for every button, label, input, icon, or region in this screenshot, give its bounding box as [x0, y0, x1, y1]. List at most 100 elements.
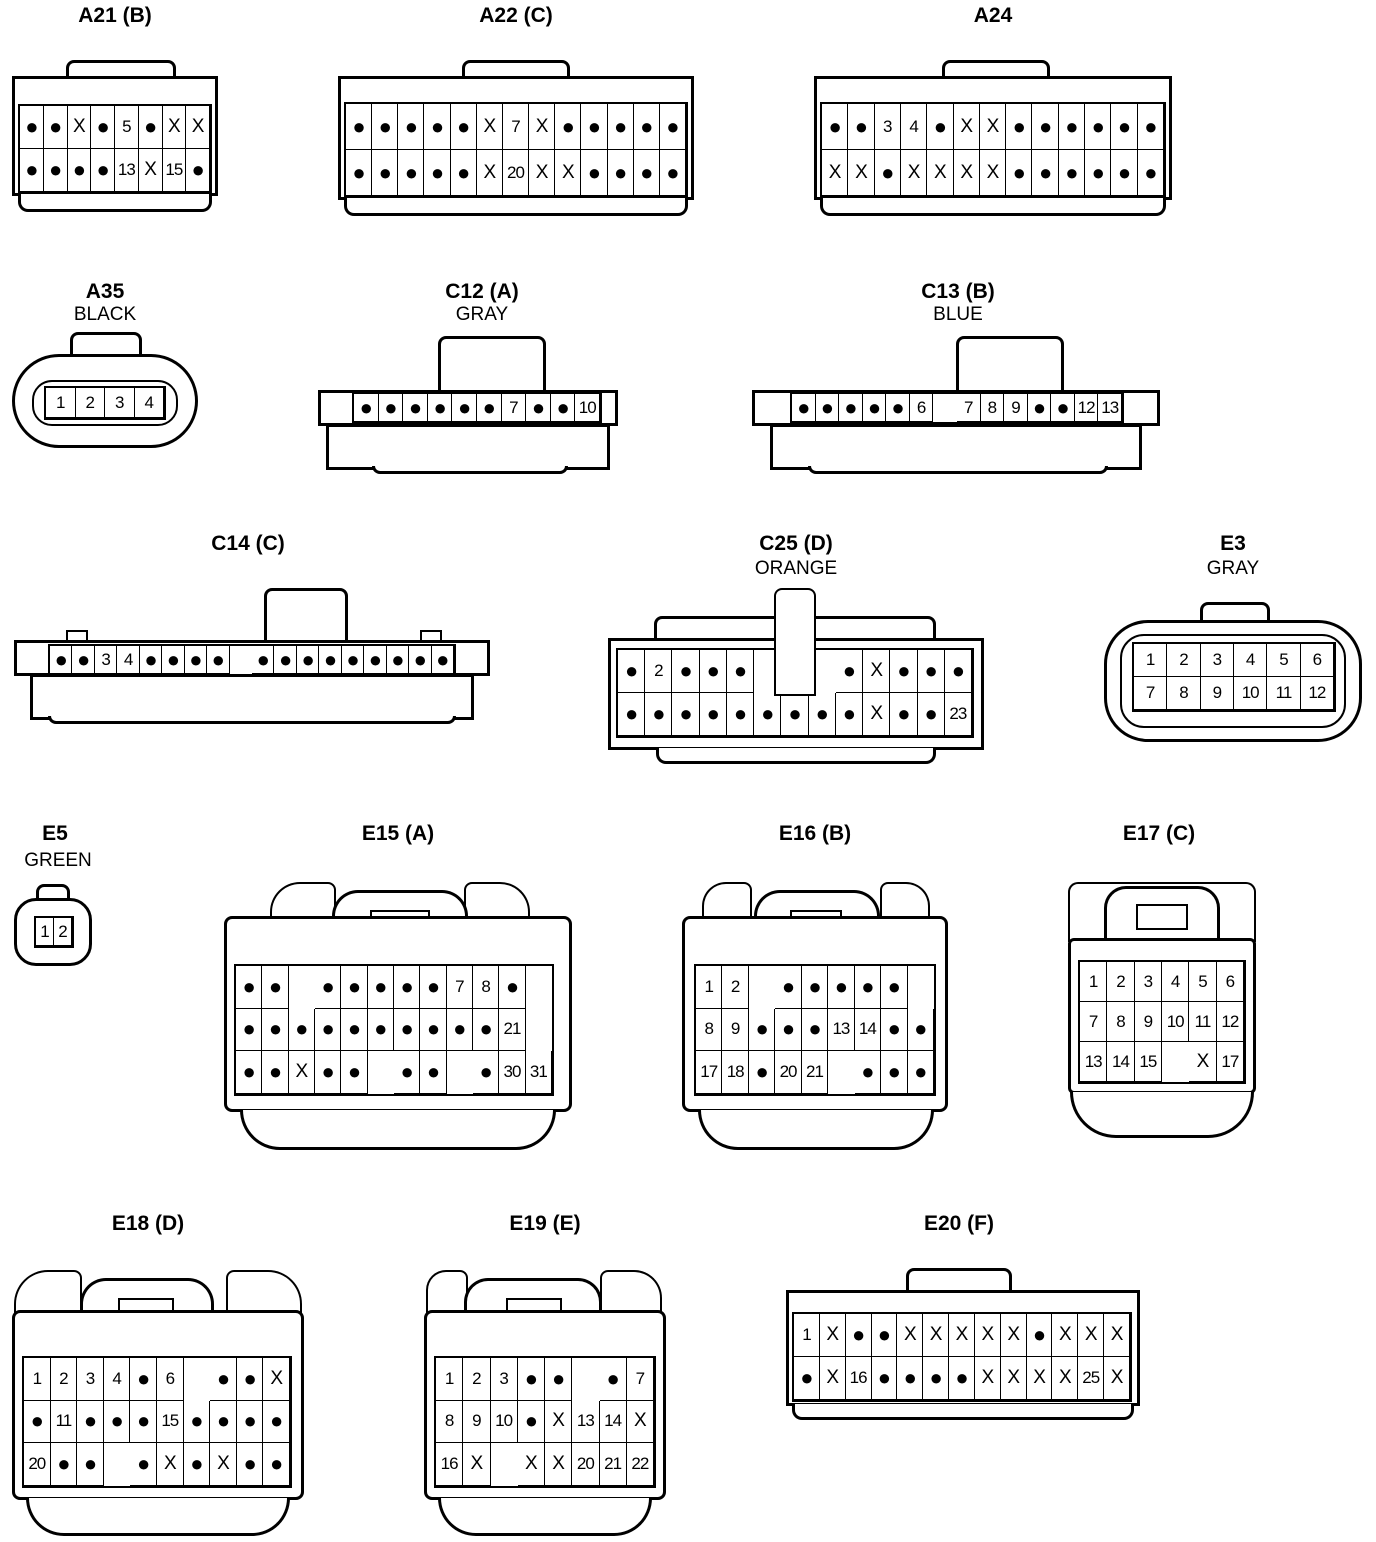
pin-number: 3: [490, 1358, 518, 1401]
lock-tab: [1136, 904, 1188, 930]
pin-unused-dot: ●: [917, 650, 945, 693]
connector-base: [18, 194, 212, 212]
pin-unused-dot: ●: [77, 1400, 104, 1444]
pin-not-populated: X: [979, 150, 1007, 196]
pin-unused-dot: ●: [367, 1008, 394, 1052]
pin-unused-dot: ●: [581, 104, 608, 150]
pin-unused-dot: ●: [103, 1400, 131, 1444]
connector-color: BLUE: [933, 304, 983, 325]
pin-unused-dot: ●: [726, 650, 755, 693]
pin-unused-dot: ●: [822, 104, 849, 150]
pin-unused-dot: ●: [236, 1400, 264, 1444]
pin-unused-dot: ●: [236, 1358, 264, 1401]
pin-unused-dot: ●: [20, 149, 44, 192]
pin-number: 10: [490, 1400, 518, 1444]
connector-c25: C25 (D) ORANGE ●2●●●●X●●●●●●●●●●●●X●●23: [604, 530, 988, 770]
pin-unused-dot: ●: [1006, 150, 1033, 196]
pin-unused-dot: ●: [427, 394, 453, 422]
pin-not-populated: X: [476, 150, 503, 196]
pin-not-populated: X: [186, 106, 210, 149]
pin-number: 6: [1216, 962, 1244, 1002]
pin-number: 14: [854, 1008, 882, 1052]
pin-number: 1: [36, 918, 54, 946]
pin-unused-dot: ●: [890, 650, 918, 693]
connector-title: E3: [1220, 532, 1246, 555]
pin-not-populated: X: [529, 104, 556, 150]
pin-number: 16: [845, 1357, 872, 1400]
pin-unused-dot: ●: [881, 966, 908, 1009]
connector-base: [344, 198, 688, 216]
connector-title: E16 (B): [778, 822, 852, 845]
pin-number: 4: [117, 646, 140, 674]
connector-title: E15 (A): [361, 822, 435, 845]
pin-unused-dot: ●: [372, 150, 399, 196]
pin-not-populated: X: [1000, 1357, 1027, 1400]
pin-unused-dot: ●: [367, 966, 394, 1009]
pin-unused-dot: ●: [699, 650, 727, 693]
pin-unused-dot: ●: [130, 1400, 157, 1444]
connector-c12: C12 (A) GRAY ●●●●●●7●●10: [312, 280, 652, 475]
pin-number: 5: [1267, 644, 1301, 677]
pin-number: 31: [525, 1051, 552, 1094]
pin-unused-dot: ●: [726, 693, 755, 736]
pin-number: 6: [1300, 644, 1334, 677]
pin-unused-dot: ●: [409, 646, 432, 674]
pin-number: 8: [980, 394, 1005, 422]
lock-latch: [438, 336, 546, 394]
pin-unused-dot: ●: [394, 1008, 421, 1052]
pin-not-populated: X: [555, 150, 582, 196]
pin-not-populated: X: [263, 1358, 290, 1401]
pin-unused-dot: ●: [748, 1051, 776, 1094]
pin-not-populated: X: [1052, 1357, 1079, 1400]
connector-base: [792, 1404, 1134, 1420]
pin-unused-dot: ●: [183, 1443, 211, 1486]
connector-color: BLACK: [73, 304, 137, 325]
pin-unused-dot: ●: [607, 150, 634, 196]
pin-unused-dot: ●: [184, 646, 208, 674]
pin-unused-dot: ●: [808, 693, 836, 736]
pin-not-populated: X: [529, 150, 556, 196]
pin-unused-dot: ●: [1051, 394, 1075, 422]
pin-number: 18: [722, 1051, 749, 1094]
connector-body: [30, 674, 474, 720]
pin-unused-dot: ●: [77, 1443, 104, 1486]
pin-unused-dot: ●: [138, 106, 163, 149]
pin-unused-dot: ●: [346, 104, 373, 150]
pin-unused-dot: ●: [236, 1443, 264, 1486]
pin-number: 4: [1162, 962, 1190, 1002]
pin-number: 10: [575, 394, 600, 422]
connector-color: GREEN: [24, 850, 92, 871]
pin-number: 16: [436, 1443, 464, 1486]
pin-number: 1: [696, 966, 723, 1009]
pin-number: 17: [696, 1051, 723, 1094]
pin-number: 11: [50, 1400, 78, 1444]
pin-unused-dot: ●: [398, 150, 425, 196]
pin-number: 1: [436, 1358, 464, 1401]
pin-number: 2: [54, 918, 72, 946]
pin-unused-dot: ●: [1006, 104, 1033, 150]
lock-latch: [70, 332, 142, 358]
pin-number: 14: [1107, 1042, 1135, 1082]
pin-number: 1: [794, 1314, 820, 1357]
pin-unused-dot: ●: [372, 104, 399, 150]
pin-unused-dot: ●: [186, 149, 210, 192]
pin-not-populated: X: [953, 104, 980, 150]
pin-unused-dot: ●: [1026, 1314, 1053, 1357]
pin-unused-dot: ●: [781, 693, 809, 736]
pin-number: 8: [473, 966, 500, 1009]
pin-not-populated: X: [476, 104, 503, 150]
pin-unused-dot: ●: [917, 693, 945, 736]
pin-unused-dot: ●: [890, 693, 918, 736]
pin-unused-dot: ●: [607, 104, 634, 150]
pin-not-populated: X: [463, 1443, 491, 1486]
lock-latch: [906, 1268, 1012, 1294]
pin-unused-dot: ●: [262, 1008, 289, 1052]
